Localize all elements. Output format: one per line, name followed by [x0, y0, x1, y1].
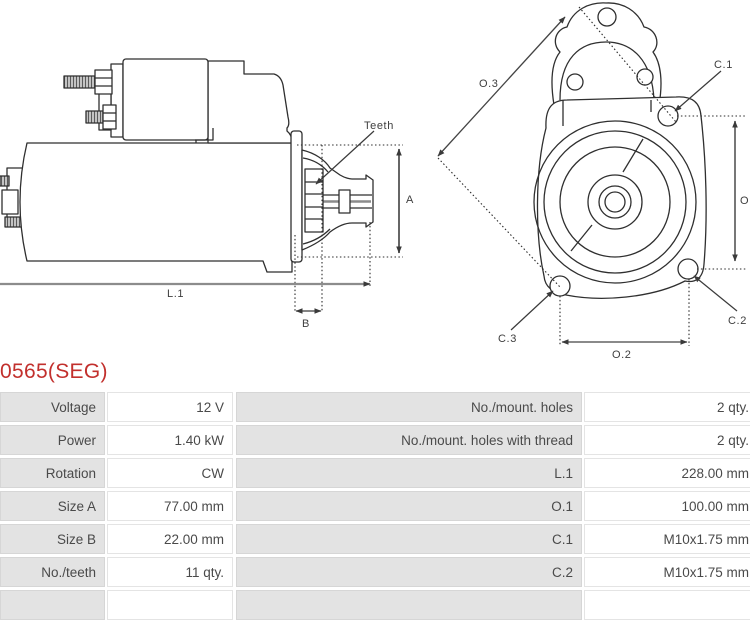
- spec-value-cell: 2 qty.: [584, 392, 750, 422]
- spec-label-cell: Size A: [0, 491, 105, 521]
- dim-c3-label: C.3: [498, 333, 517, 345]
- arch-hole-top: [597, 7, 617, 27]
- teeth-label: Teeth: [364, 120, 394, 132]
- solenoid-stud-bottom: [85, 110, 104, 124]
- c2-leader: [693, 275, 738, 312]
- solenoid: [63, 58, 214, 143]
- spec-label-cell: [236, 590, 582, 620]
- solenoid-stud-top: [63, 75, 96, 89]
- dim-b-label: B: [302, 318, 310, 330]
- pilot-circles: [533, 120, 697, 284]
- spec-label-cell: L.1: [236, 458, 582, 488]
- spec-value-cell: 12 V: [107, 392, 233, 422]
- spec-value-cell: 2 qty.: [584, 425, 750, 455]
- dim-o3-ext-top: [578, 6, 677, 123]
- arch-hole-left: [566, 73, 584, 91]
- mounting-flange: [536, 96, 707, 299]
- spec-label-cell: Power: [0, 425, 105, 455]
- front-view-dimensions: O.3 C.1 O. C.2 C.3 O.2: [437, 6, 750, 360]
- mount-hole-c3: [549, 275, 571, 297]
- spec-value-cell: [107, 590, 233, 620]
- table-row: Size B 22.00 mm C.1 M10x1.75 mm: [0, 524, 750, 554]
- spec-value-cell: 1.40 kW: [107, 425, 233, 455]
- pinion-teeth: [304, 168, 324, 233]
- spec-value-cell: 77.00 mm: [107, 491, 233, 521]
- spec-label-cell: C.1: [236, 524, 582, 554]
- motor-body: [19, 142, 293, 273]
- dim-o2-label: O.2: [612, 349, 632, 360]
- arch-hole-right: [636, 68, 654, 86]
- spec-value-cell: [584, 590, 750, 620]
- side-view-dimensions: Teeth A B L.1: [0, 120, 414, 330]
- table-row: Size A 77.00 mm O.1 100.00 mm: [0, 491, 750, 521]
- spec-label-cell: C.2: [236, 557, 582, 587]
- part-number-title: 0565(SEG): [0, 360, 108, 383]
- table-row-clipped: [0, 590, 750, 620]
- spec-label-cell: Rotation: [0, 458, 105, 488]
- dim-o1-label: O.: [740, 195, 750, 207]
- dim-o3-label: O.3: [479, 78, 499, 90]
- spec-value-cell: 228.00 mm: [584, 458, 750, 488]
- bell-face: [290, 130, 303, 263]
- table-row: Rotation CW L.1 228.00 mm: [0, 458, 750, 488]
- spec-value-cell: 100.00 mm: [584, 491, 750, 521]
- spec-label-cell: Voltage: [0, 392, 105, 422]
- side-view-drawing: [0, 58, 374, 273]
- spec-label-cell: No./mount. holes: [236, 392, 582, 422]
- spec-value-cell: 11 qty.: [107, 557, 233, 587]
- table-row: No./teeth 11 qty. C.2 M10x1.75 mm: [0, 557, 750, 587]
- drive-housing-top: [207, 60, 293, 144]
- teeth-leader: [315, 130, 375, 185]
- technical-drawings: Teeth A B L.1: [0, 2, 750, 360]
- spec-value-cell: M10x1.75 mm: [584, 524, 750, 554]
- spec-value-cell: M10x1.75 mm: [584, 557, 750, 587]
- mount-hole-c1: [657, 105, 679, 127]
- dim-a-label: A: [406, 194, 414, 206]
- dim-c2-label: C.2: [728, 315, 747, 327]
- spec-label-cell: Size B: [0, 524, 105, 554]
- spec-label-cell: No./teeth: [0, 557, 105, 587]
- dim-o3-line: [437, 16, 566, 157]
- c1-leader: [674, 70, 722, 112]
- spec-label-cell: O.1: [236, 491, 582, 521]
- spec-label-cell: No./mount. holes with thread: [236, 425, 582, 455]
- table-row: Voltage 12 V No./mount. holes 2 qty.: [0, 392, 750, 422]
- front-view-drawing: [533, 2, 707, 299]
- c3-leader: [510, 290, 554, 331]
- spec-value-cell: CW: [107, 458, 233, 488]
- mount-hole-c2: [677, 258, 699, 280]
- spec-label-cell: [0, 590, 105, 620]
- dim-l1-label: L.1: [167, 288, 184, 300]
- spec-value-cell: 22.00 mm: [107, 524, 233, 554]
- dim-c1-label: C.1: [714, 59, 733, 71]
- table-row: Power 1.40 kW No./mount. holes with thre…: [0, 425, 750, 455]
